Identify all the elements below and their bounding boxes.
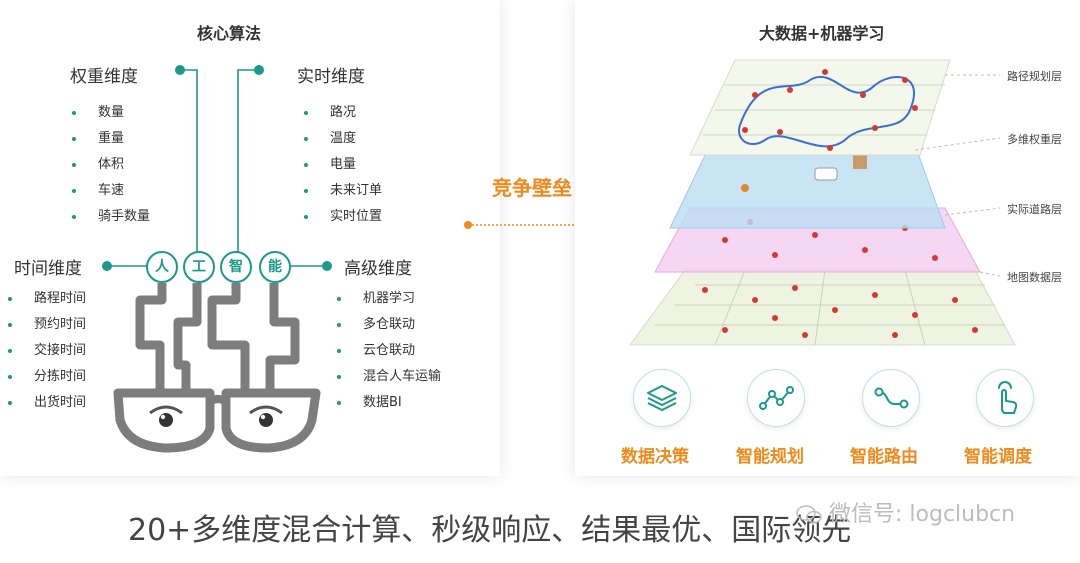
algorithm-connectors	[102, 65, 332, 453]
competitive-barrier-label: 竞争壁垒	[492, 176, 572, 200]
layers-icon	[633, 369, 691, 427]
route-icon	[862, 369, 920, 427]
list-item: 机器学习	[335, 286, 441, 312]
list-item: 云仓联动	[335, 338, 441, 364]
time-dimension-list: 路程时间 预约时间 交接时间 分拣时间 出货时间	[6, 286, 86, 416]
list-item: 预约时间	[6, 312, 86, 338]
ai-char-gong: 工	[183, 251, 215, 283]
layer-label-road: 实际道路层	[1007, 203, 1062, 216]
data-layers-illustration	[629, 59, 1016, 346]
list-item: 路况	[302, 100, 382, 126]
list-item: 车速	[70, 178, 150, 204]
time-dimension-label: 时间维度	[14, 259, 82, 279]
feature-label: 智能调度	[964, 447, 1032, 467]
layer-label-map: 地图数据层	[1007, 271, 1062, 284]
summary-tagline: 20+多维度混合计算、秒级响应、结果最优、国际领先	[128, 513, 852, 548]
core-algorithm-title: 核心算法	[197, 24, 262, 43]
realtime-dimension-list: 路况 温度 电量 未来订单 实时位置	[302, 100, 382, 230]
list-item: 路程时间	[6, 286, 86, 312]
list-item: 出货时间	[6, 390, 86, 416]
realtime-dimension-label: 实时维度	[297, 67, 365, 87]
layer-label-weight: 多维权重层	[1007, 133, 1062, 146]
ai-char-ren: 人	[146, 251, 178, 283]
wechat-icon	[796, 505, 822, 524]
ai-char-neng: 能	[259, 251, 291, 283]
list-item: 体积	[70, 152, 150, 178]
list-item: 混合人车运输	[335, 364, 441, 390]
list-item: 交接时间	[6, 338, 86, 364]
list-item: 数量	[70, 100, 150, 126]
bigdata-ml-panel: 大数据+机器学习	[575, 0, 1080, 476]
layer-label-route: 路径规划层	[1007, 70, 1062, 83]
weight-dimension-list: 数量 重量 体积 车速 骑手数量	[70, 100, 150, 230]
advanced-dimension-list: 机器学习 多仓联动 云仓联动 混合人车运输 数据BI	[335, 286, 441, 416]
wechat-watermark: 微信号: logclubcn	[795, 496, 1015, 528]
touch-hand-icon	[976, 369, 1034, 427]
advanced-dimension-label: 高级维度	[344, 259, 412, 279]
network-nodes-icon	[747, 369, 805, 427]
list-item: 重量	[70, 126, 150, 152]
feature-label: 智能规划	[736, 447, 804, 467]
feature-label: 智能路由	[850, 447, 918, 467]
list-item: 分拣时间	[6, 364, 86, 390]
core-algorithm-panel: 核心算法	[0, 0, 500, 476]
list-item: 温度	[302, 126, 382, 152]
list-item: 电量	[302, 152, 382, 178]
watermark-text: 微信号: logclubcn	[829, 502, 1016, 527]
glasses-icon	[113, 388, 321, 453]
feature-label: 数据决策	[621, 447, 689, 467]
list-item: 未来订单	[302, 178, 382, 204]
list-item: 实时位置	[302, 204, 382, 230]
weight-dimension-label: 权重维度	[70, 67, 138, 87]
list-item: 多仓联动	[335, 312, 441, 338]
bigdata-ml-title: 大数据+机器学习	[759, 24, 885, 43]
ai-char-zhi: 智	[220, 251, 252, 283]
list-item: 数据BI	[335, 390, 441, 416]
list-item: 骑手数量	[70, 204, 150, 230]
